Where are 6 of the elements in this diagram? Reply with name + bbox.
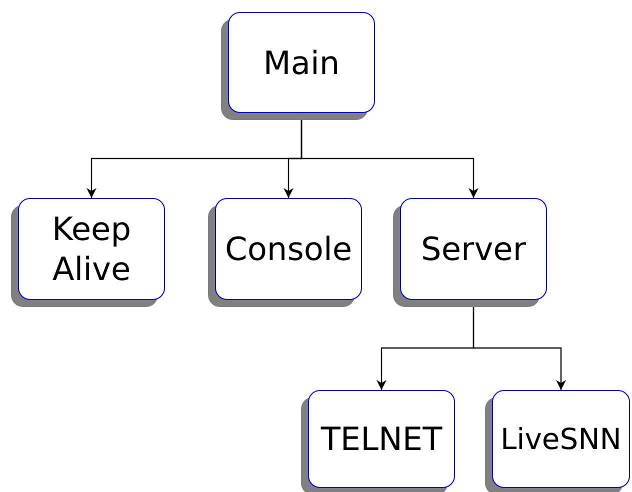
node-label: Keep Alive (50, 209, 132, 289)
node-label: LiveSNN (499, 420, 622, 458)
node-label: Console (224, 229, 354, 269)
node-label: TELNET (320, 419, 444, 459)
node-label: Main (262, 42, 341, 82)
node-label: Server (420, 229, 527, 269)
